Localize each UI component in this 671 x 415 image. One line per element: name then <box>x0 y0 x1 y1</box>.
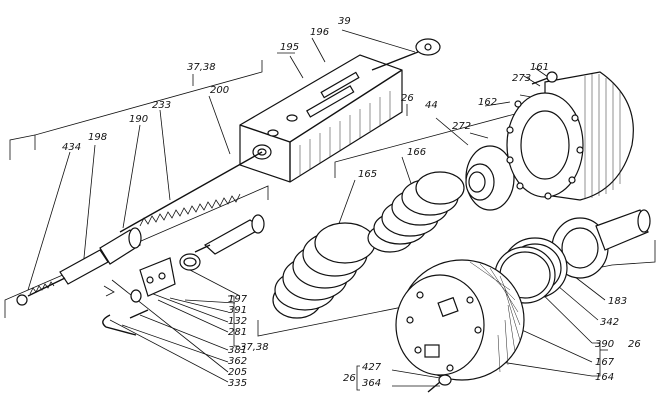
callout-335: 335 <box>228 378 247 389</box>
callout-183: 183 <box>608 296 627 307</box>
callout-197: 197 <box>228 294 248 305</box>
bolt <box>427 374 452 393</box>
sealing-rings <box>494 237 568 304</box>
callout-273: 273 <box>512 73 531 84</box>
cover-plate <box>395 259 525 381</box>
callout-44: 44 <box>425 100 438 111</box>
callout-342: 342 <box>600 317 619 328</box>
plunger-assembly <box>16 227 142 306</box>
callout-434: 434 <box>62 142 81 153</box>
callout-26-upper: 26 <box>401 93 414 104</box>
callout-26-right: 26 <box>628 339 641 350</box>
callout-381: 381 <box>228 345 247 356</box>
callout-37-38: 37,38 <box>187 62 216 73</box>
callout-205: 205 <box>228 367 247 378</box>
callout-281: 281 <box>228 327 247 338</box>
callout-390: 390 <box>595 339 614 350</box>
callout-427: 427 <box>362 362 382 373</box>
callout-198: 198 <box>88 132 107 143</box>
callout-190: 190 <box>129 114 148 125</box>
callout-132: 132 <box>228 316 247 327</box>
callout-362: 362 <box>228 356 247 367</box>
callout-391: 391 <box>228 305 247 316</box>
callout-200: 200 <box>210 85 229 96</box>
callout-166: 166 <box>407 147 426 158</box>
callout-233: 233 <box>152 100 171 111</box>
gear-ring <box>465 145 515 211</box>
callout-37-38-lower: 37,38 <box>240 342 269 353</box>
callout-39: 39 <box>338 16 351 27</box>
callout-labels: 37,38 195 196 39 161 273 200 233 190 198… <box>62 16 641 389</box>
pin-with-plate <box>371 38 441 71</box>
callout-165: 165 <box>358 169 377 180</box>
callout-196: 196 <box>310 27 329 38</box>
small-valve-parts <box>102 214 265 336</box>
callout-164: 164 <box>595 372 614 383</box>
cylinder-housing <box>506 71 634 201</box>
callout-162: 162 <box>478 97 497 108</box>
callout-272: 272 <box>452 121 471 132</box>
valve-housing <box>239 54 403 183</box>
callout-26-bolt: 26 <box>343 373 356 384</box>
callout-364: 364 <box>362 378 381 389</box>
callout-161: 161 <box>530 62 549 73</box>
large-springs <box>272 171 465 319</box>
spring-rod <box>119 151 263 233</box>
callout-167: 167 <box>595 357 615 368</box>
callout-195: 195 <box>280 42 299 53</box>
